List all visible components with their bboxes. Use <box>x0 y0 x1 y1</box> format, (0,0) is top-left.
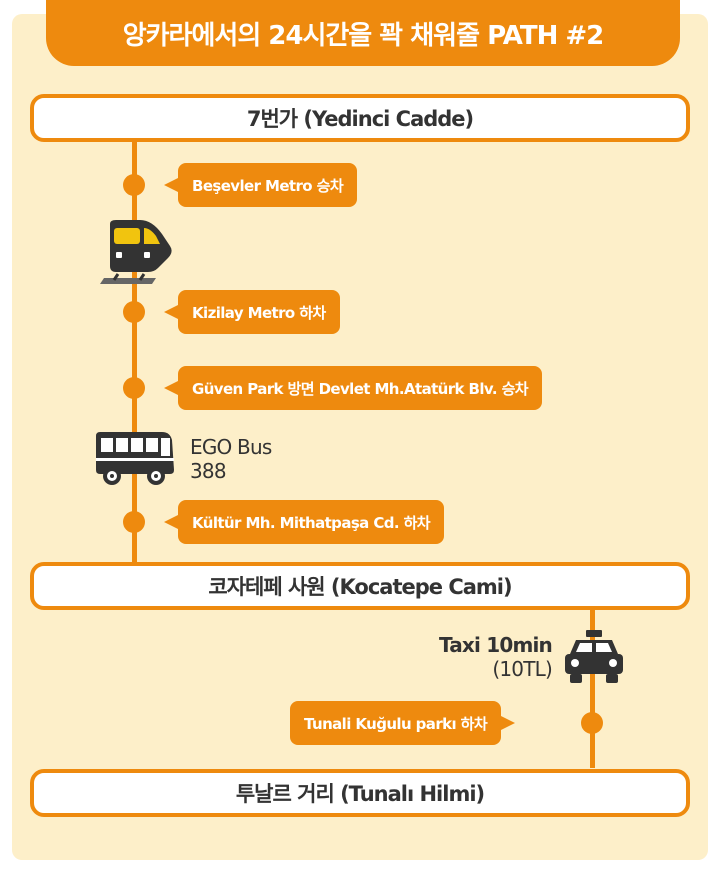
step-kizilay-exit: Kizilay Metro 하차 <box>164 290 340 334</box>
step-besevler-board: Beşevler Metro 승차 <box>163 163 358 207</box>
train-icon <box>96 218 176 286</box>
step-guven-park-board: Güven Park 방면 Devlet Mh.Atatürk Blv. 승차 <box>164 366 542 410</box>
page-title: 앙카라에서의 24시간을 꽉 채워줄 PATH #2 <box>46 0 680 66</box>
bus-icon <box>92 430 178 488</box>
route-dot <box>123 174 145 196</box>
station-yedinci-cadde: 7번가 (Yedinci Cadde) <box>30 94 690 142</box>
taxi-fare: (10TL) <box>492 657 552 681</box>
step-tunali-exit: Tunali Kuğulu parkı 하차 <box>290 701 516 745</box>
route-dot <box>123 301 145 323</box>
route-dot <box>581 712 603 734</box>
station-tunali-hilmi: 투날르 거리 (Tunalı Hilmi) <box>30 769 690 817</box>
step-kultur-exit: Kültür Mh. Mithatpaşa Cd. 하차 <box>164 500 444 544</box>
taxi-label: Taxi 10min (10TL) <box>392 633 553 681</box>
taxi-duration: Taxi 10min <box>438 633 553 657</box>
route-dot <box>123 377 145 399</box>
route-line-1 <box>132 142 137 562</box>
bus-name: EGO Bus <box>190 435 272 459</box>
route-dot <box>123 511 145 533</box>
station-kocatepe-cami: 코자테페 사원 (Kocatepe Cami) <box>30 562 690 610</box>
route-line-2 <box>590 610 595 768</box>
bus-label: EGO Bus 388 <box>190 435 272 483</box>
taxi-icon <box>562 628 626 686</box>
bus-number: 388 <box>190 459 227 483</box>
